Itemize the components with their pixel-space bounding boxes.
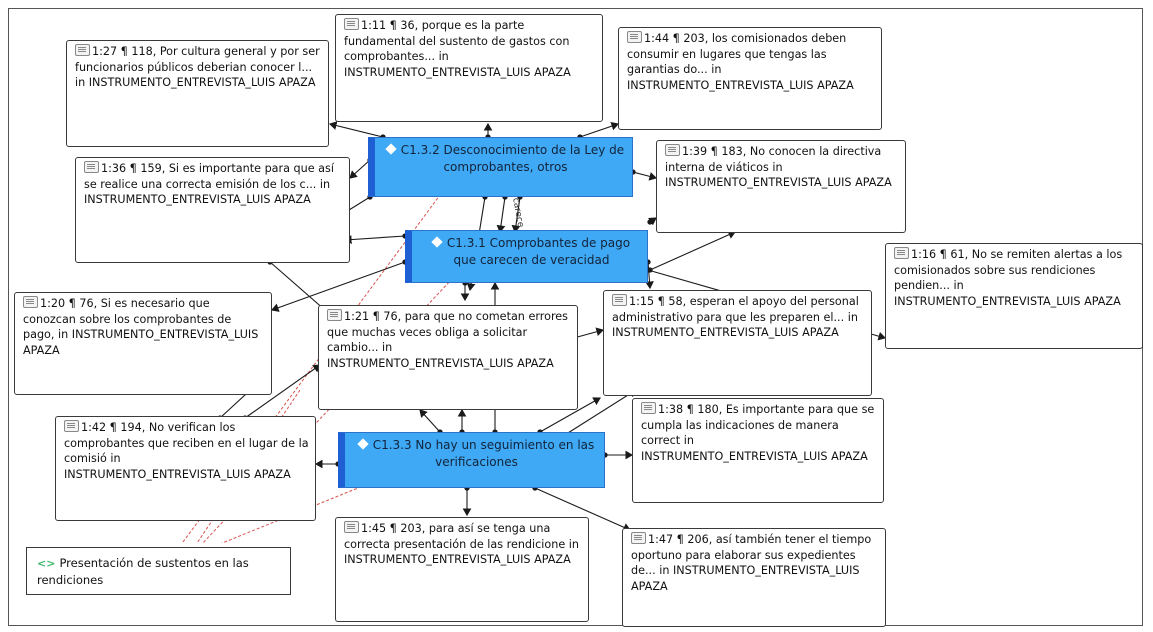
quote-1-47[interactable]: 1:47 ¶ 206, así también tener el tiempo … — [622, 528, 886, 627]
quote-1-36[interactable]: 1:36 ¶ 159, Si es importante para que as… — [75, 157, 350, 263]
quotation-icon — [84, 161, 99, 173]
quote-text: 1:36 ¶ 159, Si es importante para que as… — [84, 162, 334, 206]
quote-text: 1:20 ¶ 76, Si es necesario que conozcan … — [23, 297, 259, 357]
quote-1-20[interactable]: 1:20 ¶ 76, Si es necesario que conozcan … — [14, 292, 272, 395]
link-q42-q21 — [242, 364, 321, 421]
quotation-icon — [344, 18, 359, 30]
code-label: C1.3.2 Desconocimiento de la Ley de comp… — [400, 143, 625, 174]
quotation-icon — [344, 521, 359, 533]
quotation-icon — [894, 247, 909, 259]
quotation-icon — [75, 44, 90, 56]
quote-1-39[interactable]: 1:39 ¶ 183, No conocen la directiva inte… — [656, 140, 906, 233]
quote-1-45[interactable]: 1:45 ¶ 203, para así se tenga una correc… — [335, 517, 589, 622]
quotation-icon — [631, 532, 646, 544]
code-label: C1.3.3 No hay un seguimiento en las veri… — [372, 438, 595, 469]
quotation-icon — [641, 402, 656, 414]
link-c131-q20 — [270, 259, 408, 312]
link-c131-q39 — [647, 217, 657, 226]
quotation-icon — [612, 294, 627, 306]
link-c131-q39-b — [647, 230, 737, 273]
quote-text: 1:44 ¶ 203, los comisionados deben consu… — [627, 32, 854, 92]
quote-1-42[interactable]: 1:42 ¶ 194, No verifican los comprobante… — [55, 416, 316, 521]
quote-text: 1:11 ¶ 36, porque es la parte fundamenta… — [344, 19, 571, 79]
quote-1-44[interactable]: 1:44 ¶ 203, los comisionados deben consu… — [618, 27, 882, 130]
quote-text: 1:45 ¶ 203, para así se tenga una correc… — [344, 522, 579, 566]
quote-1-11[interactable]: 1:11 ¶ 36, porque es la parte fundamenta… — [335, 14, 603, 122]
quote-1-16[interactable]: 1:16 ¶ 61, No se remiten alertas a los c… — [885, 243, 1143, 349]
link-c131-q15 — [645, 259, 654, 290]
link-c133-q21 — [419, 409, 443, 435]
code-group-label: Presentación de sustentos en las rendici… — [37, 556, 249, 587]
code-diamond-icon — [385, 143, 397, 155]
link-c131-q36 — [343, 233, 408, 244]
link-c132-c131-c — [511, 194, 523, 234]
quote-text: 1:16 ¶ 61, No se remiten alertas a los c… — [894, 248, 1123, 308]
code-diamond-icon — [431, 236, 443, 248]
code-c131[interactable]: C1.3.1 Comprobantes de pago que carecen … — [405, 230, 648, 283]
quote-1-15[interactable]: 1:15 ¶ 58, esperan el apoyo del personal… — [603, 290, 872, 396]
quote-1-27[interactable]: 1:27 ¶ 118, Por cultura general y por se… — [66, 40, 329, 147]
code-group-node[interactable]: <>Presentación de sustentos en las rendi… — [26, 543, 291, 595]
quotation-icon — [23, 296, 38, 308]
link-c133-q15-b — [557, 389, 637, 441]
link-c132-c131-b — [496, 194, 508, 234]
code-diamond-icon — [357, 438, 369, 450]
quote-1-21[interactable]: 1:21 ¶ 76, para que no cometan errores q… — [318, 305, 578, 410]
quotation-icon — [665, 144, 680, 156]
link-c132-q44 — [577, 121, 620, 140]
quotation-icon — [64, 420, 79, 432]
quote-text: 1:15 ¶ 58, esperan el apoyo del personal… — [612, 295, 859, 339]
code-label: C1.3.1 Comprobantes de pago que carecen … — [446, 236, 631, 267]
link-c132-q36 — [349, 157, 373, 179]
link-c133-q47 — [532, 485, 632, 532]
quotation-icon — [627, 31, 642, 43]
code-c133[interactable]: C1.3.3 No hay un seguimiento en las veri… — [338, 432, 605, 488]
link-c132-q27 — [328, 121, 386, 140]
quote-text: 1:47 ¶ 206, así también tener el tiempo … — [631, 533, 872, 593]
code-group-icon: <> — [37, 557, 56, 570]
quotation-icon — [327, 309, 342, 321]
link-c132-q39 — [630, 169, 658, 181]
quote-text: 1:27 ¶ 118, Por cultura general y por se… — [75, 45, 320, 89]
code-c132[interactable]: C1.3.2 Desconocimiento de la Ley de comp… — [368, 137, 633, 197]
quote-1-38[interactable]: 1:38 ¶ 180, Es importante para que se cu… — [632, 398, 884, 503]
quote-text: 1:21 ¶ 76, para que no cometan errores q… — [327, 310, 569, 370]
quote-text: 1:38 ¶ 180, Es importante para que se cu… — [641, 403, 875, 463]
quote-text: 1:39 ¶ 183, No conocen la directiva inte… — [665, 145, 892, 189]
quote-text: 1:42 ¶ 194, No verifican los comprobante… — [64, 421, 309, 481]
